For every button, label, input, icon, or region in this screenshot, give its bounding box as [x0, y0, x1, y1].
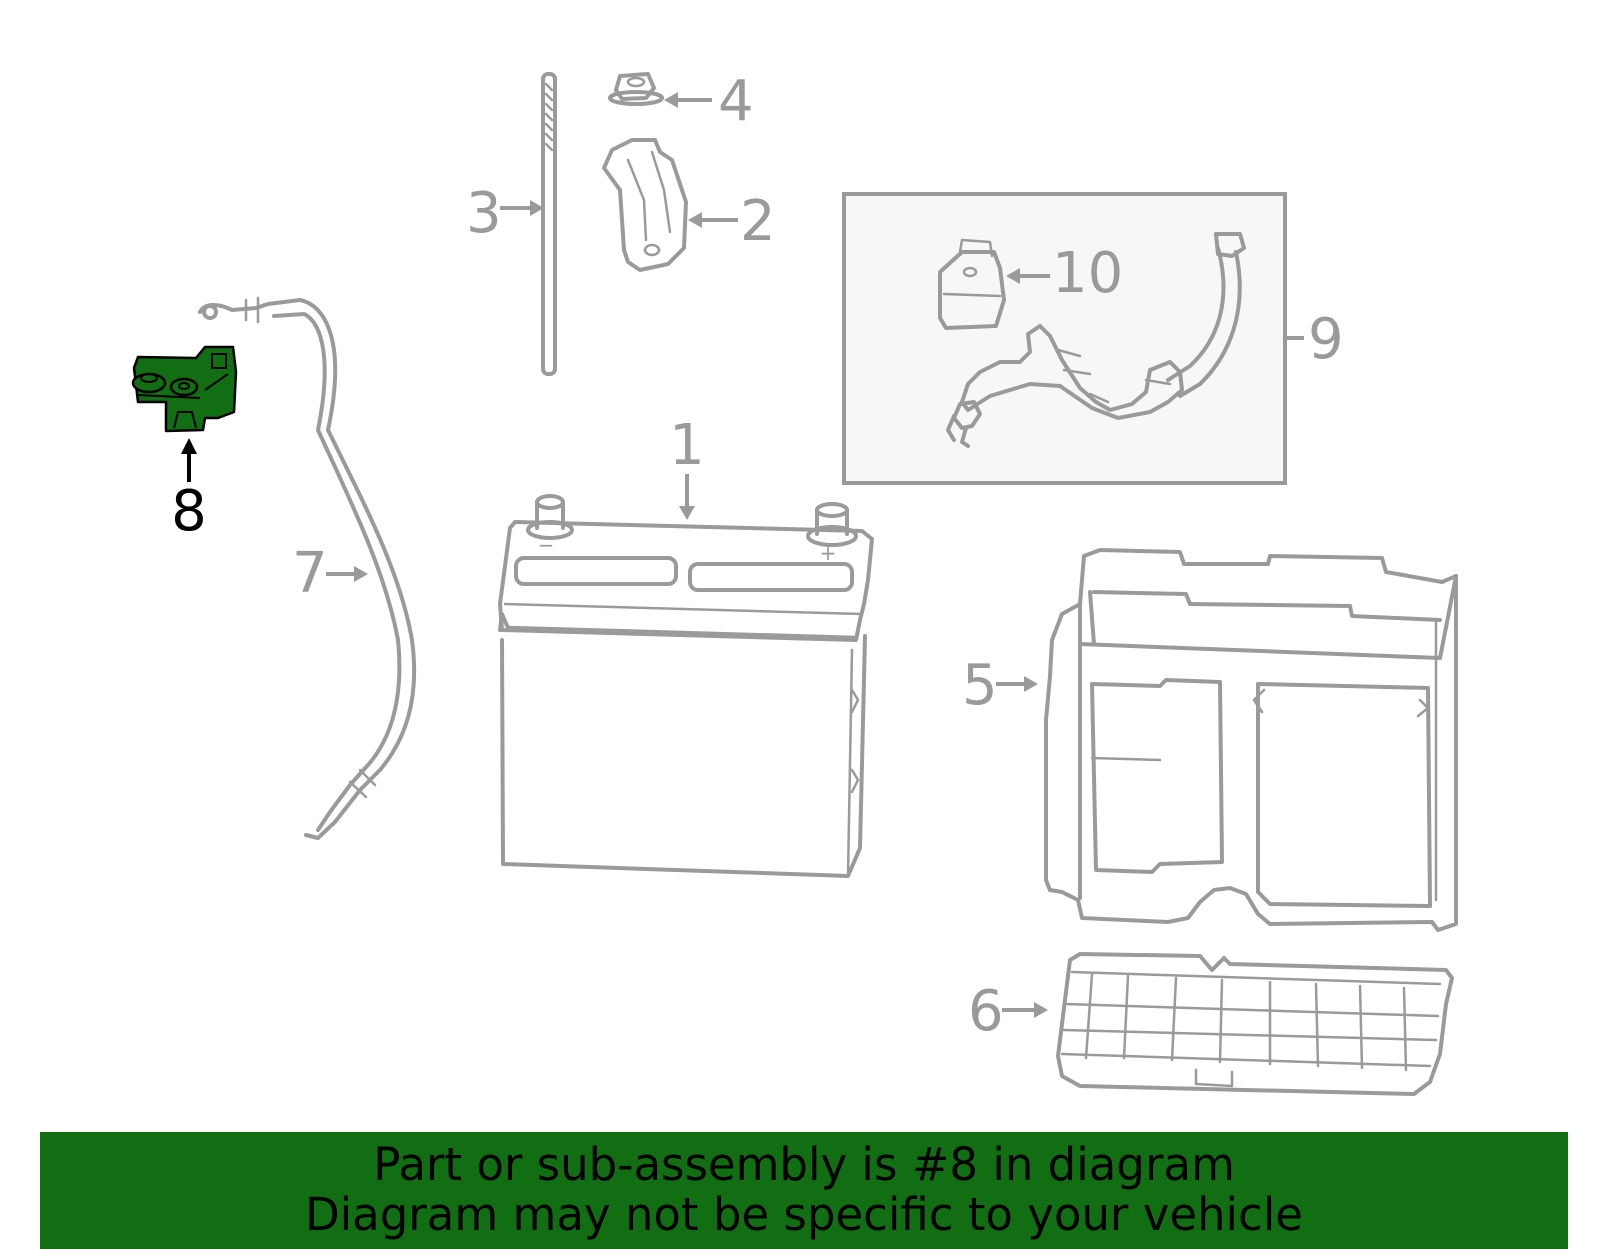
negative-terminal-marking: −: [538, 533, 555, 557]
part-info-banner: Part or sub-assembly is #8 in diagram Di…: [40, 1132, 1568, 1249]
callout-3[interactable]: 3: [466, 181, 544, 246]
callout-label-5: 5: [962, 653, 998, 718]
callout-2[interactable]: 2: [688, 189, 776, 254]
terminal-clamp-part[interactable]: [131, 345, 238, 433]
callout-1[interactable]: 1: [669, 413, 705, 520]
battery-part[interactable]: − +: [498, 494, 874, 878]
nut-part[interactable]: [608, 72, 664, 106]
battery-tray-part[interactable]: [1044, 548, 1458, 932]
callout-label-10: 10: [1052, 241, 1123, 306]
callout-label-9: 9: [1308, 307, 1344, 372]
callout-label-6: 6: [968, 979, 1004, 1044]
callout-6[interactable]: 6: [968, 979, 1048, 1044]
callout-label-3: 3: [466, 181, 502, 246]
positive-terminal-marking: +: [820, 541, 837, 565]
banner-line-disclaimer: Diagram may not be specific to your vehi…: [305, 1188, 1303, 1241]
positive-cable-kit-panel[interactable]: [842, 192, 1287, 485]
callout-label-8: 8: [171, 479, 207, 544]
hold-down-bracket-part[interactable]: [602, 138, 688, 272]
callout-8[interactable]: 8: [171, 438, 207, 544]
callout-label-2: 2: [740, 189, 776, 254]
callout-label-1: 1: [669, 413, 705, 478]
banner-line-part: Part or sub-assembly is #8 in diagram: [373, 1138, 1235, 1191]
callout-label-4: 4: [718, 69, 754, 134]
callout-9[interactable]: 9: [1287, 307, 1344, 372]
callout-7[interactable]: 7: [292, 541, 368, 606]
terminal-cover-part[interactable]: [938, 238, 1006, 330]
negative-cable-part[interactable]: [198, 296, 417, 840]
callout-label-7: 7: [292, 541, 328, 606]
callout-10[interactable]: 10: [1006, 241, 1123, 306]
hold-down-rod-part[interactable]: [541, 72, 557, 376]
tray-base-part[interactable]: [1056, 952, 1454, 1096]
callout-4[interactable]: 4: [664, 69, 754, 134]
callout-5[interactable]: 5: [962, 653, 1038, 718]
